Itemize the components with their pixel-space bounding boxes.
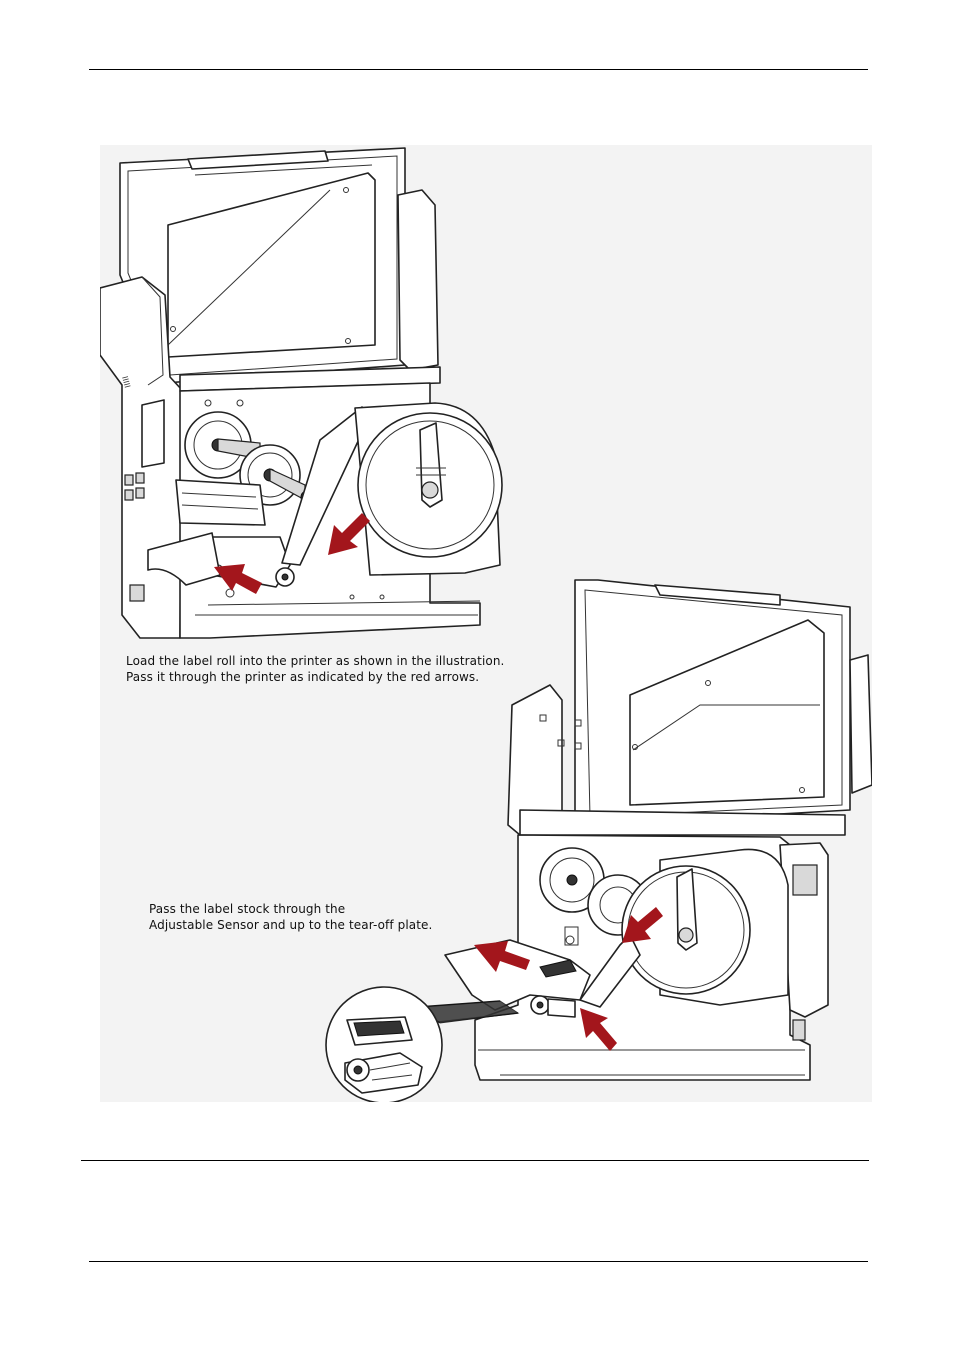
footer-rule — [89, 1261, 868, 1262]
caption-line: Load the label roll into the printer as … — [126, 654, 505, 668]
sensor-zoom-illustration — [325, 986, 520, 1102]
caption-line: Pass the label stock through the — [149, 902, 346, 916]
red-arrow-icon — [328, 513, 370, 555]
caption-line: Adjustable Sensor and up to the tear-off… — [149, 918, 433, 932]
printer-bottom-illustration — [444, 579, 872, 1081]
brand-mark-icon: IIIII — [120, 375, 132, 389]
printer-illustrations: IIIII — [100, 147, 872, 1102]
red-arrow-icon — [622, 907, 663, 943]
label-loading-figure: IIIII — [100, 145, 872, 1102]
header-rule — [89, 69, 868, 70]
printer-top-illustration: IIIII — [100, 147, 503, 639]
caption-load-label-roll: Load the label roll into the printer as … — [126, 653, 504, 685]
caption-line: Pass it through the printer as indicated… — [126, 670, 480, 684]
red-arrow-icon — [214, 564, 262, 594]
caption-adjustable-sensor: Pass the label stock through the Adjusta… — [149, 901, 432, 933]
red-arrow-icon — [474, 941, 530, 972]
red-arrow-icon — [580, 1008, 617, 1051]
section-rule — [81, 1160, 869, 1161]
